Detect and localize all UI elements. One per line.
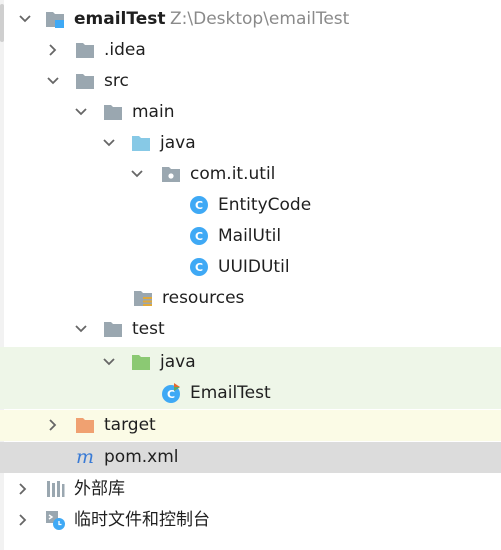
tree-row-test[interactable]: test: [0, 314, 501, 345]
folder-label-target: target: [104, 415, 156, 435]
tree-row-idea[interactable]: .idea: [0, 35, 501, 66]
label-scratches: 临时文件和控制台: [74, 510, 210, 530]
java-class-icon: C: [190, 258, 208, 276]
chevron-right-icon[interactable]: [44, 41, 62, 59]
class-label: EmailTest: [190, 383, 271, 403]
scrollbar[interactable]: [0, 0, 4, 550]
tree-row-class-mailutil[interactable]: C MailUtil: [0, 221, 501, 252]
tree-row-main[interactable]: main: [0, 97, 501, 128]
svg-text:m: m: [76, 446, 94, 468]
chevron-down-icon[interactable]: [72, 103, 90, 121]
tree-row-scratches[interactable]: 临时文件和控制台: [0, 505, 501, 536]
folder-label-resources: resources: [162, 288, 245, 308]
folder-label-java: java: [160, 352, 196, 372]
folder-icon: [104, 105, 122, 120]
folder-label-java: java: [160, 133, 196, 153]
chevron-down-icon[interactable]: [16, 10, 34, 28]
package-label: com.it.util: [190, 164, 276, 184]
tree-row-src[interactable]: src: [0, 66, 501, 97]
class-label: MailUtil: [218, 226, 282, 246]
label-external-libraries: 外部库: [74, 479, 125, 499]
tree-row-class-emailtest[interactable]: C EmailTest: [0, 378, 501, 409]
file-label-pom: pom.xml: [104, 447, 179, 467]
tree-row-resources[interactable]: resources: [0, 283, 501, 314]
project-path: Z:\Desktop\emailTest: [170, 9, 350, 29]
tree-row-package[interactable]: com.it.util: [0, 159, 501, 190]
tree-row-pom[interactable]: m pom.xml: [0, 442, 501, 473]
svg-text:C: C: [195, 230, 203, 243]
chevron-down-icon[interactable]: [100, 134, 118, 152]
chevron-down-icon[interactable]: [128, 165, 146, 183]
folder-icon: [76, 74, 94, 89]
svg-text:C: C: [195, 199, 203, 212]
source-folder-icon: [132, 136, 150, 151]
folder-icon: [76, 43, 94, 58]
chevron-right-icon[interactable]: [44, 416, 62, 434]
folder-label-src: src: [104, 71, 129, 91]
scrollbar-thumb[interactable]: [0, 4, 4, 42]
tree-row-java-test[interactable]: java: [0, 347, 501, 378]
tree-row-external-libraries[interactable]: 外部库: [0, 474, 501, 505]
resources-folder-icon: [134, 291, 152, 306]
tree-row-java-main[interactable]: java: [0, 128, 501, 159]
tree-row-project-root[interactable]: emailTest Z:\Desktop\emailTest: [0, 4, 501, 35]
chevron-down-icon[interactable]: [100, 353, 118, 371]
chevron-down-icon[interactable]: [72, 320, 90, 338]
tree-row-target[interactable]: target: [0, 410, 501, 441]
maven-icon: m: [76, 446, 94, 468]
tree-row-class-uuidutil[interactable]: C UUIDUtil: [0, 252, 501, 283]
scratches-icon: [46, 511, 65, 530]
module-folder-icon: [46, 12, 64, 28]
folder-label-test: test: [132, 319, 165, 339]
test-class-icon: C: [162, 383, 180, 403]
svg-text:C: C: [195, 261, 203, 274]
java-class-icon: C: [190, 196, 208, 214]
svg-text:C: C: [167, 388, 175, 401]
class-label: UUIDUtil: [218, 257, 290, 277]
test-folder-icon: [132, 355, 150, 370]
class-label: EntityCode: [218, 195, 312, 215]
folder-label-idea: .idea: [104, 40, 146, 60]
chevron-down-icon[interactable]: [44, 72, 62, 90]
chevron-right-icon[interactable]: [14, 511, 32, 529]
chevron-right-icon[interactable]: [14, 480, 32, 498]
excluded-folder-icon: [76, 418, 94, 433]
project-name: emailTest: [74, 9, 166, 29]
folder-icon: [104, 322, 122, 337]
folder-label-main: main: [132, 102, 175, 122]
package-icon: [162, 167, 180, 182]
library-icon: [47, 481, 65, 497]
tree-row-class-entitycode[interactable]: C EntityCode: [0, 190, 501, 221]
java-class-icon: C: [190, 227, 208, 245]
